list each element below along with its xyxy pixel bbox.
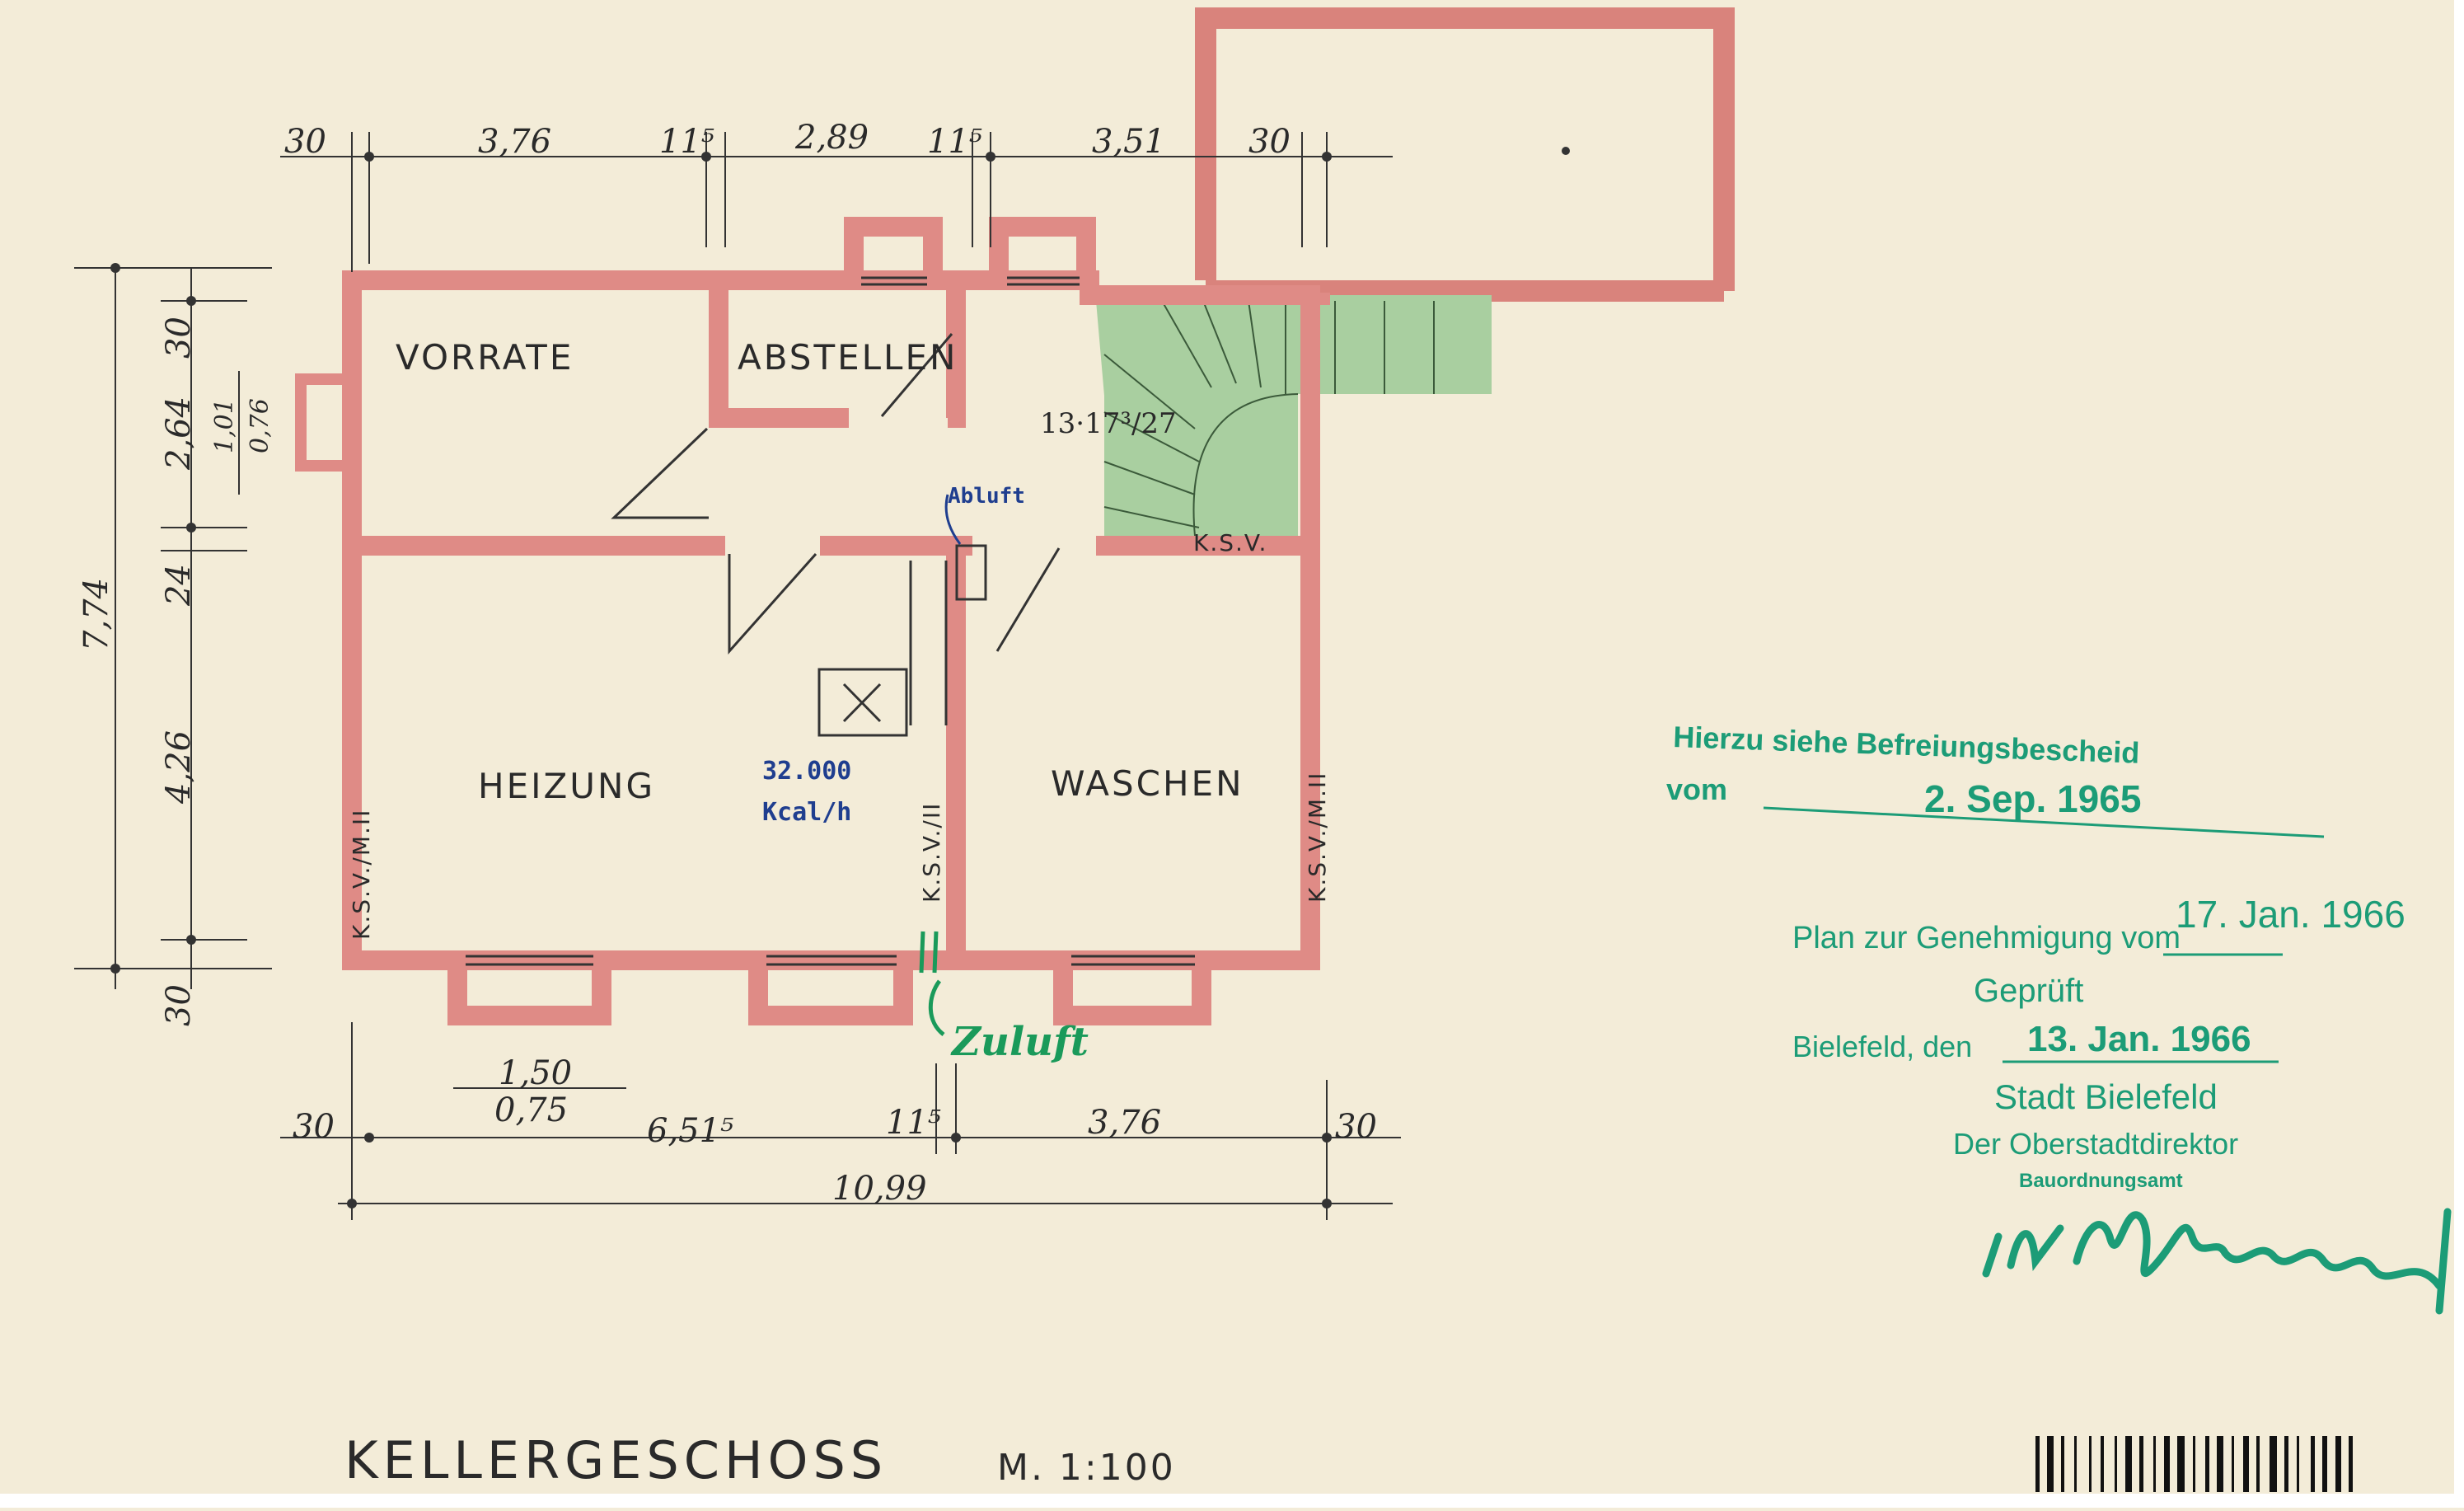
barcode-bar — [2349, 1436, 2353, 1492]
dim-bottom-6-51-5: 6,51⁵ — [647, 1112, 733, 1150]
barcode-bar — [2164, 1436, 2170, 1492]
barcode-bar — [2322, 1436, 2327, 1492]
barcode-bar — [2311, 1436, 2315, 1492]
barcode-bar — [2284, 1436, 2288, 1492]
barcode-bar — [2074, 1436, 2077, 1492]
zuluft-note: Zuluft — [950, 1019, 1089, 1065]
dim-left-30-bottom: 30 — [160, 984, 198, 1026]
ksv-label-right: K.S.V./M.II — [1304, 772, 1331, 903]
barcode-bar — [2139, 1436, 2143, 1492]
abluft-arrow — [944, 494, 962, 545]
dim-left-4-26: 4,26 — [160, 730, 198, 805]
barcode-bar — [2061, 1436, 2064, 1492]
abluft-note: Abluft — [948, 484, 1025, 509]
scan-edge-bottom — [0, 1494, 2464, 1508]
approval-stamp: Plan zur Genehmigung vom 17. Jan. 1966 G… — [1792, 893, 2405, 1192]
geprueft-text: Geprüft — [1974, 973, 2083, 1009]
window-well-left — [295, 373, 352, 472]
walls — [342, 217, 1330, 1025]
dim-top-30-left: 30 — [284, 123, 326, 161]
signature — [1982, 1208, 2452, 1315]
barcode-bar — [2297, 1436, 2299, 1492]
kcal-value: 32.000 — [762, 757, 851, 786]
room-label-waschen: WASCHEN — [1051, 763, 1244, 804]
barcode-bar — [2217, 1436, 2223, 1492]
scan-edge-right — [2454, 0, 2464, 1508]
befreiung-text: Hierzu siehe Befreiungsbescheid — [1673, 720, 2140, 770]
oberstadtdirektor-text: Der Oberstadtdirektor — [1953, 1127, 2238, 1161]
dim-bottom-30-right: 30 — [1335, 1108, 1377, 1146]
dim-left-0-76: 0,76 — [246, 398, 274, 453]
barcode — [2035, 1436, 2353, 1492]
room-label-abstellen: ABSTELLEN — [738, 337, 958, 378]
barcode-bar — [2243, 1436, 2249, 1492]
dim-bottom-30-left: 30 — [293, 1108, 335, 1146]
dim-bottom-3-76: 3,76 — [1088, 1104, 1161, 1142]
dim-top-11-5-b: 11⁵ — [927, 123, 982, 161]
dim-top-3-76: 3,76 — [478, 123, 551, 161]
window-glazing — [466, 276, 1195, 966]
kcal-unit: Kcal/h — [762, 798, 851, 827]
room-label-vorrate: VORRATE — [396, 337, 574, 378]
drawing-title: KELLERGESCHOSS — [344, 1430, 888, 1490]
room-label-heizung: HEIZUNG — [478, 766, 655, 806]
bielefeld-den-text: Bielefeld, den — [1792, 1030, 1972, 1063]
dim-left-1-01: 1,01 — [210, 398, 239, 453]
dim-top-3-51: 3,51 — [1092, 123, 1165, 161]
dim-top-11-5-a: 11⁵ — [659, 123, 714, 161]
barcode-bar — [2101, 1436, 2104, 1492]
ksv-label-left: K.S.V./M.II — [348, 809, 375, 940]
dim-left-2-64: 2,64 — [160, 397, 198, 471]
stair — [1096, 295, 1492, 537]
stair-label: 13·17³/27 — [1040, 407, 1177, 440]
barcode-bar — [2125, 1436, 2132, 1492]
dim-left-30-top: 30 — [160, 317, 198, 359]
dimension-lines — [74, 132, 1401, 1220]
barcode-bar — [2153, 1436, 2156, 1492]
barcode-bar — [2115, 1436, 2117, 1492]
door-swings — [611, 333, 1061, 725]
befreiung-stamp: Hierzu siehe Befreiungsbescheid vom 2. S… — [1666, 720, 2325, 838]
barcode-bar — [2205, 1436, 2209, 1492]
barcode-bar — [2047, 1436, 2054, 1492]
dimension-dots — [110, 147, 1570, 1208]
barcode-bar — [2035, 1436, 2040, 1492]
barcode-bar — [2232, 1436, 2234, 1492]
plan-date: 17. Jan. 1966 — [2176, 893, 2405, 936]
dim-bottom-11-5: 11⁵ — [886, 1104, 941, 1142]
bauordnungsamt-text: Bauordnungsamt — [2019, 1170, 2183, 1192]
barcode-bar — [2193, 1436, 2195, 1492]
chimney — [817, 544, 987, 737]
dim-left-24: 24 — [160, 564, 198, 607]
drawing-scale: M. 1:100 — [997, 1447, 1176, 1489]
dim-bottom-1-50: 1,50 — [499, 1054, 572, 1092]
barcode-bar — [2089, 1436, 2092, 1492]
ksv-label-top: K.S.V. — [1193, 529, 1267, 556]
vom-label: vom — [1666, 772, 1727, 806]
ksv-label-mid: K.S.V./II — [918, 802, 945, 903]
vom-date: 2. Sep. 1965 — [1924, 777, 2141, 820]
barcode-bar — [2177, 1436, 2185, 1492]
stadt-text: Stadt Bielefeld — [1994, 1077, 2218, 1116]
dim-left-7-74: 7,74 — [77, 578, 115, 651]
bielefeld-date: 13. Jan. 1966 — [2027, 1019, 2251, 1059]
dim-bottom-0-75: 0,75 — [494, 1091, 568, 1129]
barcode-bar — [2270, 1436, 2277, 1492]
zuluft-marks — [919, 931, 945, 1036]
barcode-bar — [2256, 1436, 2260, 1492]
barcode-bar — [2335, 1436, 2341, 1492]
dim-top-2-89: 2,89 — [794, 119, 869, 157]
dim-bottom-10-99: 10,99 — [832, 1170, 927, 1208]
plan-zur-text: Plan zur Genehmigung vom — [1792, 921, 2181, 955]
dim-top-30-right: 30 — [1248, 123, 1291, 161]
